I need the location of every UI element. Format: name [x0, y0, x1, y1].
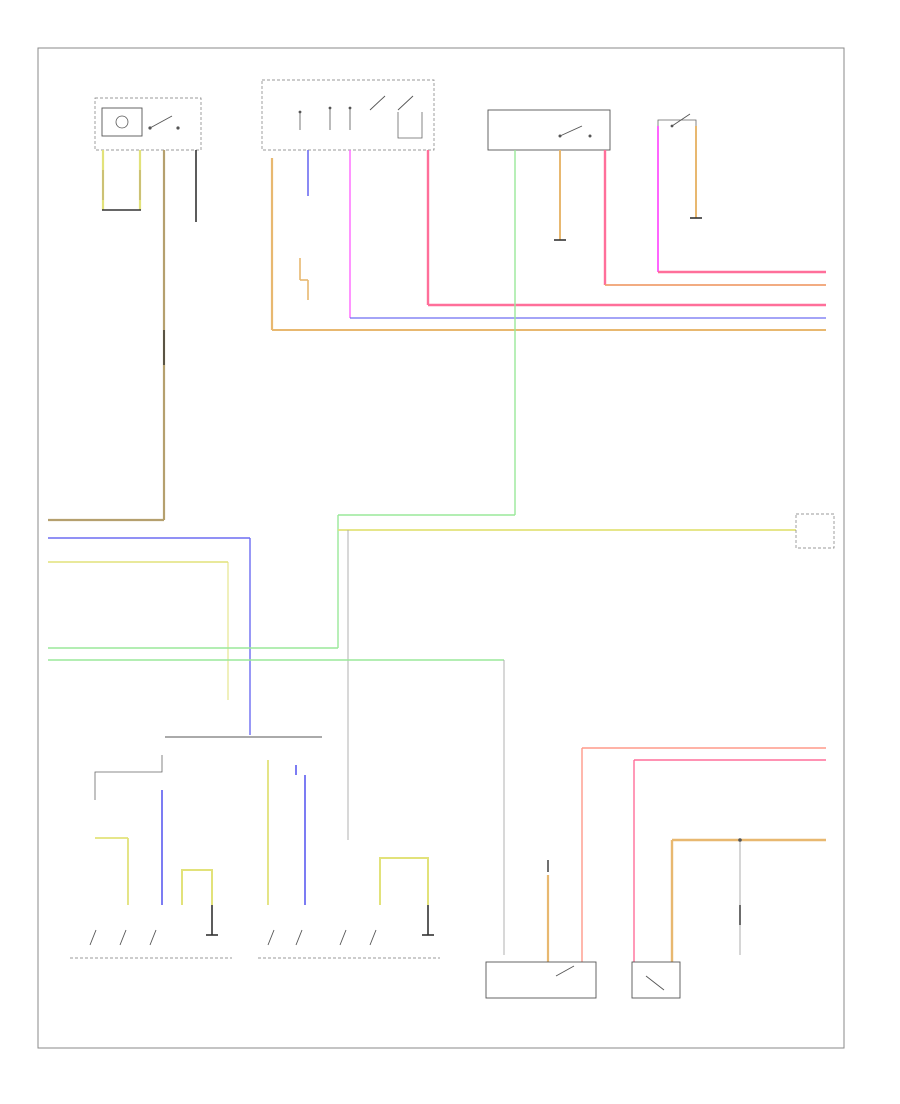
- rear-left-door-lock-unit: [70, 929, 232, 959]
- diagram-frame: [37, 47, 845, 1049]
- rear-right-door-lock-unit: [258, 929, 440, 959]
- middle-wires: [48, 529, 796, 955]
- interior-lamp-switch-top: [261, 79, 435, 151]
- top-wires: [48, 126, 826, 648]
- lower-left-wires: [94, 755, 434, 936]
- relay-module-top-right: [487, 109, 611, 151]
- front-door-lock-unit-bottom: [485, 961, 597, 999]
- door-switch-top-right: [657, 113, 697, 128]
- lamp-switch-top-left: [94, 97, 202, 151]
- lower-right-wires: [546, 747, 826, 962]
- right-edge-connector: [795, 513, 835, 549]
- rear-door-switch-bottom-right: [631, 961, 681, 999]
